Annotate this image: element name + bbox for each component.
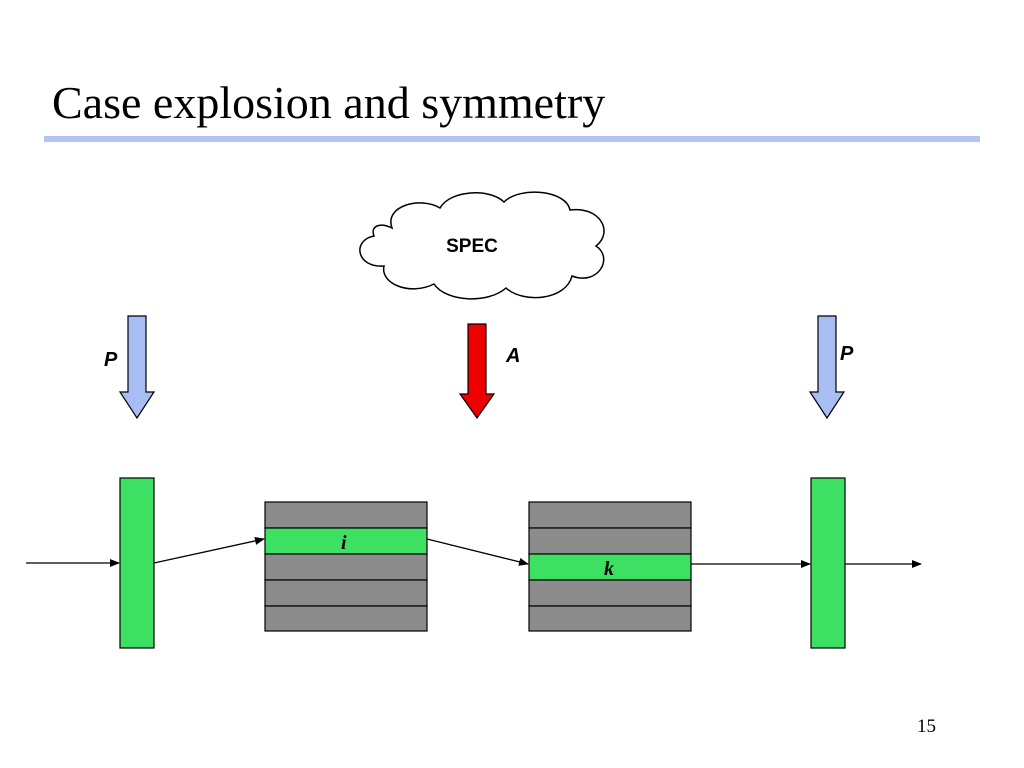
left-table: i xyxy=(264,501,428,632)
left-p-label: P xyxy=(104,349,118,371)
right-p-label: P xyxy=(840,343,854,365)
right-table-row xyxy=(528,579,692,607)
right-p-arrow xyxy=(808,315,846,420)
right-table-row xyxy=(528,501,692,529)
right-green-block xyxy=(810,477,846,649)
left-table-highlight-row xyxy=(264,527,428,555)
left-table-row xyxy=(264,501,428,529)
right-table: k xyxy=(528,501,692,632)
spec-cloud: SPEC xyxy=(359,191,605,300)
title-underline xyxy=(44,136,980,142)
page-number: 15 xyxy=(917,716,936,737)
right-table-highlight-row xyxy=(528,553,692,581)
left-p-arrow xyxy=(118,315,156,420)
center-a-arrow xyxy=(458,323,496,420)
center-a-label: A xyxy=(505,345,520,367)
right-table-row xyxy=(528,527,692,555)
right-highlight-label: k xyxy=(604,558,614,580)
left-table-row xyxy=(264,553,428,581)
right-table-row xyxy=(528,605,692,632)
left-table-row xyxy=(264,579,428,607)
left-table-to-right-table-arrow xyxy=(426,538,529,566)
slide-title: Case explosion and symmetry xyxy=(52,77,606,128)
left-highlight-label: i xyxy=(341,532,347,554)
left-table-row xyxy=(264,605,428,632)
block-to-left-table-arrow xyxy=(153,537,265,564)
spec-label: SPEC xyxy=(446,236,498,257)
left-green-block xyxy=(119,477,155,649)
